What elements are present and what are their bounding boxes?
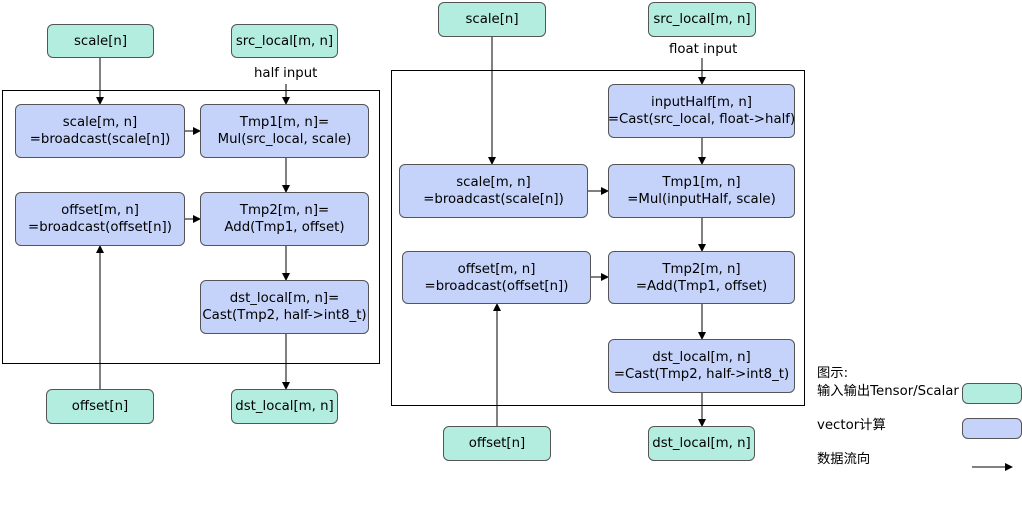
left-tmp2-add: Tmp2[m, n]= Add(Tmp1, offset) [200,192,369,246]
left-dst-output: dst_local[m, n] [231,389,338,424]
left-offset-broadcast: offset[m, n] =broadcast(offset[n]) [15,192,185,246]
right-inputhalf-cast: inputHalf[m, n] =Cast(src_local, float->… [608,84,795,138]
legend-io-swatch [962,383,1022,404]
right-kernel-frame [391,70,805,406]
right-scale-broadcast: scale[m, n] =broadcast(scale[n]) [399,164,588,218]
left-src-input: src_local[m, n] [231,24,338,58]
right-offset-broadcast: offset[m, n] =broadcast(offset[n]) [402,251,591,304]
left-dst-cast: dst_local[m, n]= Cast(Tmp2, half->int8_t… [200,280,369,334]
left-src-note: half input [254,66,318,81]
right-scale-input: scale[n] [438,2,546,37]
left-tmp1-mul: Tmp1[m, n]= Mul(src_local, scale) [200,104,369,158]
right-dst-output: dst_local[m, n] [648,426,755,461]
legend-flow-label: 数据流向 [817,452,871,467]
right-tmp1-mul: Tmp1[m, n] =Mul(inputHalf, scale) [608,164,795,218]
left-scale-input: scale[n] [47,24,154,58]
right-dst-cast: dst_local[m, n] =Cast(Tmp2, half->int8_t… [608,339,795,393]
left-offset-input: offset[n] [46,389,154,424]
left-kernel-frame [2,90,380,364]
right-src-input: src_local[m, n] [648,2,756,37]
legend-vector-swatch [962,418,1022,439]
right-tmp2-add: Tmp2[m, n] =Add(Tmp1, offset) [608,251,795,304]
left-scale-broadcast: scale[m, n] =broadcast(scale[n]) [15,104,185,158]
legend-io-label: 输入输出Tensor/Scalar [817,384,959,399]
right-src-note: float input [669,42,738,57]
right-offset-input: offset[n] [443,426,551,461]
legend-title: 图示: [817,366,849,381]
legend-vector-label: vector计算 [817,418,886,433]
